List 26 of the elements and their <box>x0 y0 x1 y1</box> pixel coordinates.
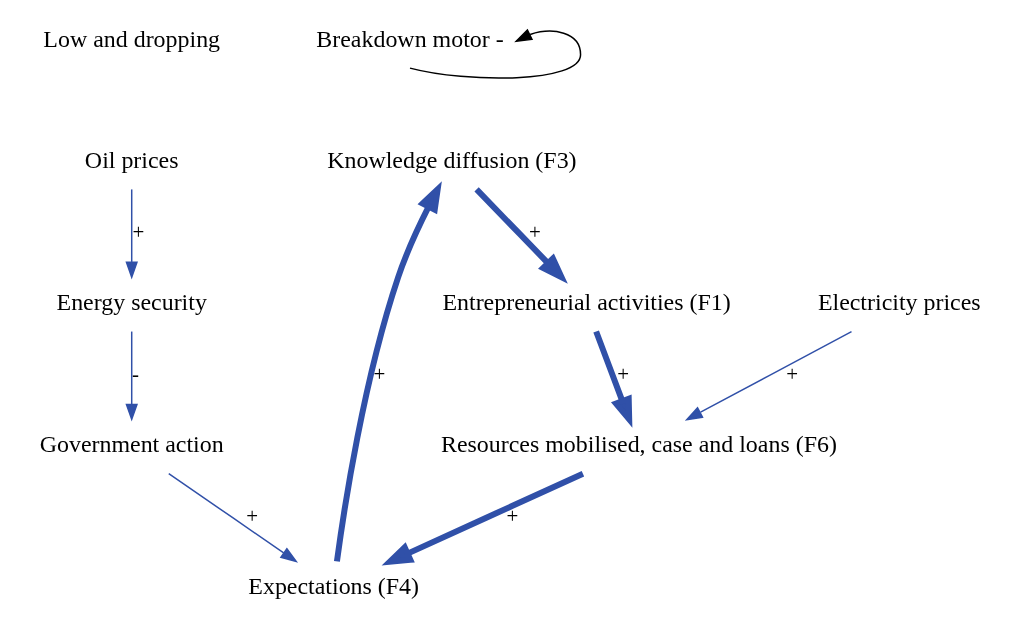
arrow <box>333 181 442 562</box>
node-text: Resources mobilised, case and loans (F6) <box>440 431 837 458</box>
arrow <box>473 187 568 284</box>
arrow <box>381 470 584 566</box>
arrow <box>167 472 298 563</box>
edge-label: + <box>506 504 518 529</box>
arrow <box>124 188 138 280</box>
node-text: Expectations (F4) <box>247 573 419 600</box>
node-text: Knowledge diffusion (F3) <box>326 147 577 174</box>
edge-label: + <box>372 362 385 387</box>
edge-label: + <box>245 504 258 529</box>
label: Low and dropping <box>42 25 220 52</box>
label: Breakdown motor - <box>315 25 504 52</box>
edge-label: + <box>785 362 798 387</box>
node-text: Oil prices <box>84 147 179 174</box>
arrow <box>592 330 632 428</box>
node-text: Electricity prices <box>817 289 981 316</box>
edge-label: + <box>528 219 541 244</box>
arrow <box>684 330 852 421</box>
node-text: Energy security <box>56 289 207 316</box>
node-text: Entrepreneurial activities (F1) <box>441 289 731 316</box>
edge-label: + <box>132 219 144 244</box>
edge-label: - <box>131 362 139 387</box>
edge-label: + <box>616 362 629 387</box>
node-text: Government action <box>39 431 224 458</box>
arrow <box>124 330 138 422</box>
